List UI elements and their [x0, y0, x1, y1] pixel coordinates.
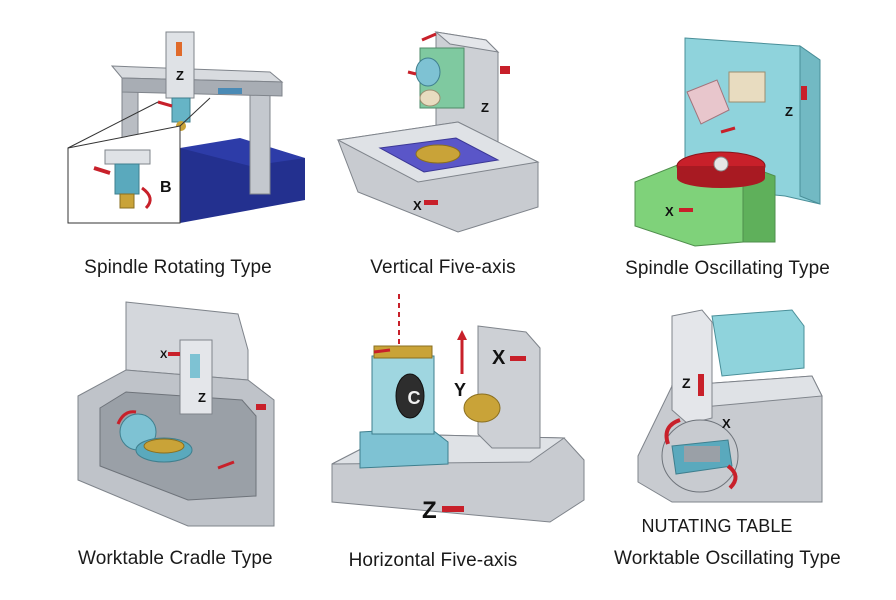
axis-label-z: Z [785, 104, 793, 119]
axis-label-x: X [665, 204, 674, 219]
caption-horizontal-five-axis: Horizontal Five-axis [348, 550, 518, 571]
axis-label-z: Z [176, 68, 184, 83]
spindle-oscillating-illustration: Z X [634, 37, 821, 247]
caption-worktable-cradle: Worktable Cradle Type [78, 548, 273, 569]
nutating-ram [671, 309, 713, 425]
caption-spindle-rotating: Spindle Rotating Type [84, 257, 272, 278]
axis-label-b: B [160, 179, 172, 196]
worktable-cradle-illustration: Z X [77, 301, 275, 527]
horizontal-five-axis-illustration: C X Y Z [331, 294, 585, 524]
axis-label-z: Z [481, 100, 489, 115]
machine-vertical-five-axis: Z X Vertical Five-axis [336, 22, 548, 278]
axis-label-y: Y [454, 380, 466, 400]
horizontal-spindle [463, 393, 501, 423]
axis-label-x: X [492, 347, 506, 369]
machine-spindle-rotating: Z B Spindle Rotating Type [60, 28, 320, 278]
oscillating-spindle [686, 79, 730, 125]
machine-worktable-cradle: Z X Worktable Cradle Type [77, 300, 278, 569]
spindle-rotating-illustration: Z B [67, 31, 305, 224]
axis-label-x: X [160, 349, 168, 361]
machine-worktable-oscillating: Z X NUTATING TABLE Worktable Oscillating… [614, 306, 841, 569]
axis-label-x: X [413, 198, 422, 213]
axis-label-c: C [408, 388, 421, 408]
caption-nutating-table: NUTATING TABLE [641, 516, 793, 536]
axis-label-z: Z [422, 497, 437, 524]
caption-vertical-five-axis: Vertical Five-axis [370, 257, 516, 278]
blue-base [180, 148, 305, 223]
z-ram [165, 31, 195, 99]
caption-worktable-oscillating: Worktable Oscillating Type [614, 548, 841, 569]
axis-label-z: Z [198, 390, 206, 405]
axis-label-x: X [722, 416, 731, 431]
axis-label-z: Z [682, 375, 691, 391]
caption-spindle-oscillating: Spindle Oscillating Type [625, 258, 830, 279]
horizontal-column [477, 325, 541, 449]
machine-horizontal-five-axis: C X Y Z Horizontal Five-axis [330, 292, 588, 571]
machine-spindle-oscillating: Z X Spindle Oscillating Type [625, 36, 830, 279]
vertical-five-axis-illustration: Z X [336, 31, 540, 233]
gantry-leg-right [249, 83, 271, 195]
worktable-oscillating-illustration: Z X [637, 309, 823, 503]
